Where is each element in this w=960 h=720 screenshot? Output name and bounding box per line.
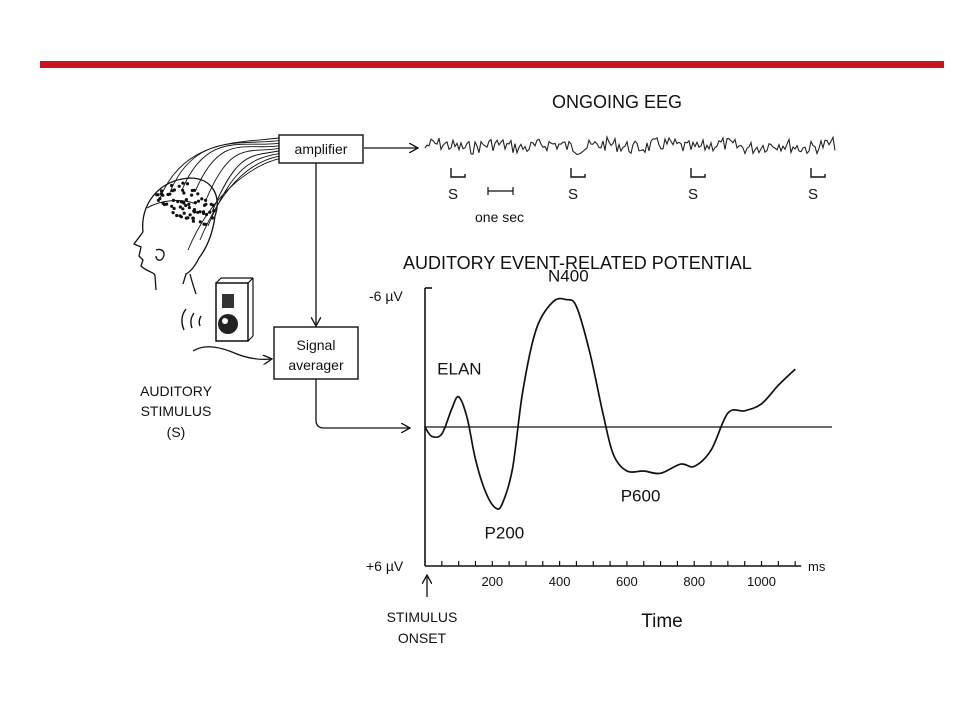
eeg-trace xyxy=(424,135,836,156)
averager-label-line2: averager xyxy=(288,357,344,373)
averager-to-erp-arrow xyxy=(315,379,409,428)
x-tick-label: 1000 xyxy=(747,574,776,589)
onset-label-line1: STIMULUS xyxy=(387,609,458,625)
head-with-electrodes-icon xyxy=(132,137,280,295)
stimulus-label-line3: (S) xyxy=(167,424,186,440)
stimulus-label-line1: AUDITORY xyxy=(140,383,212,399)
amplifier-box xyxy=(278,134,364,164)
component-label-p200: P200 xyxy=(485,523,525,542)
x-minor-ticks xyxy=(441,561,796,566)
title-accent-bar xyxy=(40,61,944,68)
onset-label-line2: ONSET xyxy=(398,630,447,646)
signal-averager-box xyxy=(273,326,359,380)
x-tick-labels: 200 400 600 800 1000 xyxy=(481,574,776,589)
component-label-elan: ELAN xyxy=(437,359,481,378)
stimulus-bracket xyxy=(690,168,706,178)
stimulus-marker-label: S xyxy=(808,186,818,203)
stimulus-label-line2: STIMULUS xyxy=(141,403,212,419)
erp-title: AUDITORY EVENT-RELATED POTENTIAL xyxy=(403,253,752,273)
stimulus-to-averager-arrow xyxy=(192,346,271,360)
x-tick-label: 200 xyxy=(481,574,503,589)
y-label-bottom: +6 µV xyxy=(366,558,404,574)
averager-label-line1: Signal xyxy=(297,337,336,353)
eeg-title: ONGOING EEG xyxy=(552,92,682,112)
stimulus-bracket xyxy=(570,168,586,178)
stimulus-marker-label: S xyxy=(568,186,578,203)
x-tick-label: 400 xyxy=(549,574,571,589)
component-label-p600: P600 xyxy=(621,486,661,505)
y-label-top: -6 µV xyxy=(369,288,403,304)
stimulus-bracket xyxy=(810,168,826,178)
x-unit-label: ms xyxy=(808,559,826,574)
stimulus-marker-label: S xyxy=(688,186,698,203)
x-tick-label: 600 xyxy=(616,574,638,589)
x-tick-label: 800 xyxy=(683,574,705,589)
stimulus-bracket xyxy=(450,168,466,178)
amplifier-label: amplifier xyxy=(295,141,348,157)
sound-waves-icon xyxy=(181,308,202,331)
erp-waveform xyxy=(424,297,796,511)
one-second-scale xyxy=(487,187,514,195)
speaker-icon xyxy=(215,277,254,342)
x-axis-title: Time xyxy=(641,611,683,632)
one-sec-label: one sec xyxy=(475,209,524,225)
stimulus-marker-label: S xyxy=(448,186,458,203)
component-label-n400: N400 xyxy=(548,267,589,286)
